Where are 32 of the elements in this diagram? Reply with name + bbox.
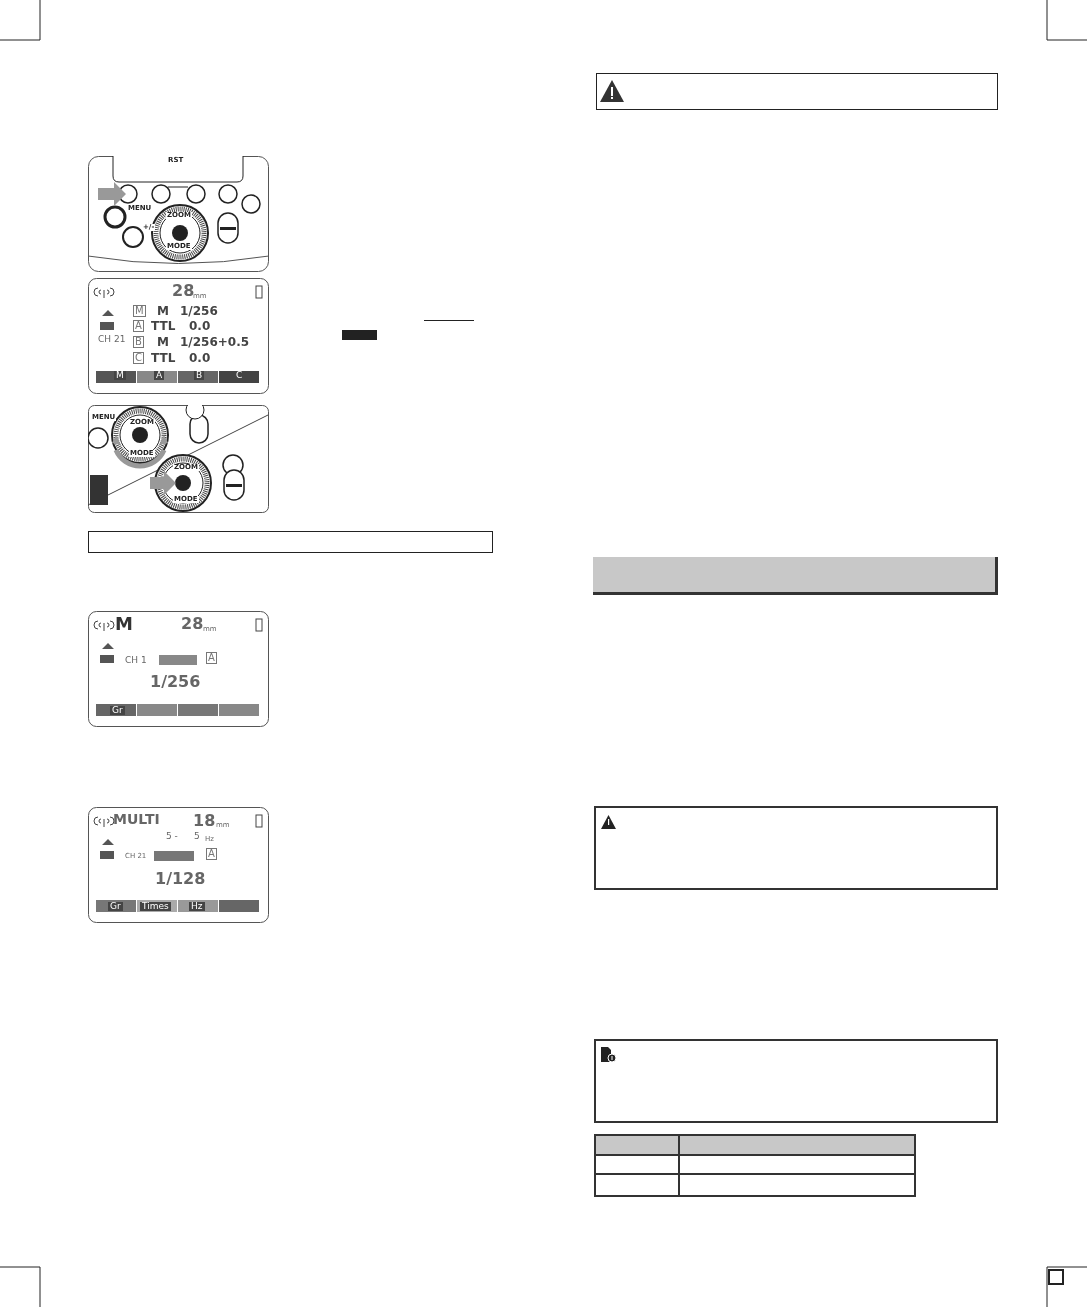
- lcd-text: Hz: [189, 902, 205, 911]
- lcd-text: 0.0: [189, 320, 211, 332]
- lcd-text: 1/128: [155, 871, 206, 887]
- lcd-text: Gr: [108, 902, 123, 911]
- lcd-text: M: [115, 615, 133, 633]
- lcd-text: 1/256+0.5: [180, 336, 250, 348]
- group-letter: A: [133, 320, 144, 332]
- lcd-text: A: [154, 371, 165, 380]
- lcd-text: Gr: [110, 706, 125, 715]
- lcd-text: 0.0: [189, 352, 211, 364]
- lcd-text: TTL: [151, 320, 176, 332]
- lcd-text: 1/256: [180, 305, 218, 317]
- lcd-text: MULTI: [113, 812, 160, 826]
- lcd-text: 28: [181, 616, 204, 632]
- lcd-text: 18: [193, 813, 216, 829]
- lcd-text: M: [114, 371, 126, 380]
- lcd-text: 5 -: [166, 832, 178, 841]
- lcd-text: TTL: [151, 352, 176, 364]
- lcd-text: M: [157, 305, 169, 317]
- group-letter: A: [206, 652, 217, 664]
- lcd-text: M: [157, 336, 169, 348]
- lcd-text: Times: [140, 902, 171, 911]
- group-letter: C: [133, 352, 144, 364]
- lcd-text: CH 21: [98, 335, 126, 344]
- lcd-text: 1/256: [150, 674, 201, 690]
- lcd-text: C: [234, 371, 245, 380]
- group-letter: B: [133, 336, 144, 348]
- lcd-text: B: [194, 371, 205, 380]
- group-letter: A: [206, 848, 217, 860]
- group-letter: M: [133, 305, 146, 317]
- lcd-text: CH 1: [125, 656, 147, 665]
- lcd-text: 5: [194, 832, 200, 841]
